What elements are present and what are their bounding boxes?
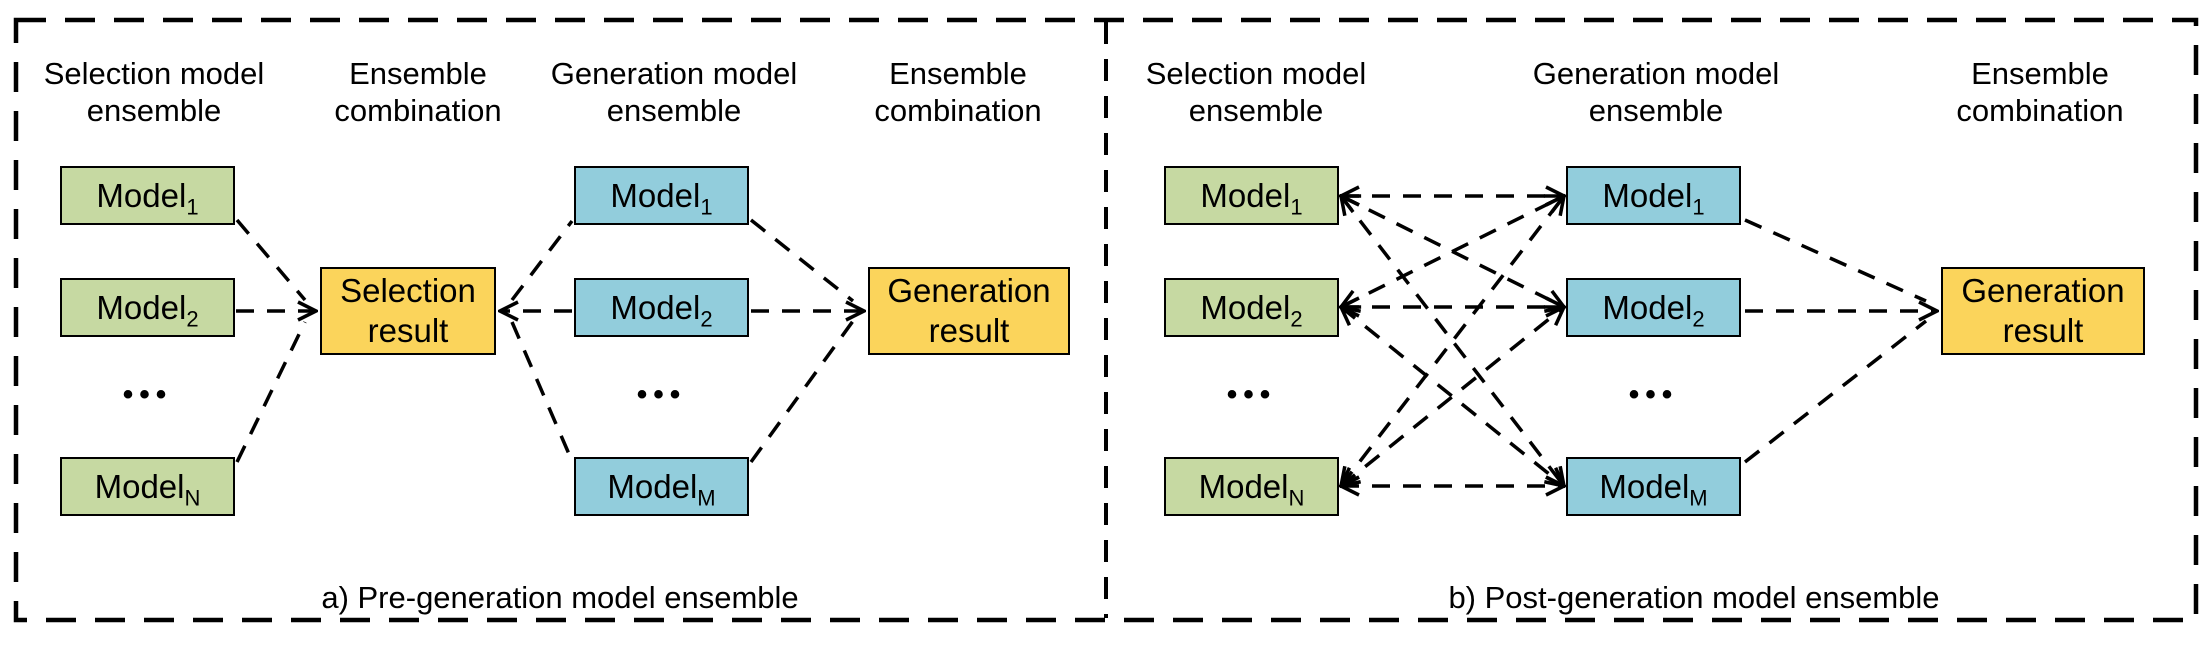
model-label-base: Model [96, 288, 187, 326]
panel-a-generation-model-m: ModelM [574, 457, 749, 516]
result-line: Generation [1961, 272, 2125, 309]
model-label: Model2 [1200, 288, 1302, 330]
panel-a-selection-result-box: Selection result [320, 267, 496, 355]
model-label-base: Model [610, 176, 701, 214]
model-label-base: Model [1198, 467, 1289, 505]
connector-line [1744, 218, 1927, 303]
panel-b-connectors [1341, 196, 1937, 486]
connector-line [749, 218, 855, 303]
header-line: combination [874, 93, 1042, 128]
panel-a-generation-model-1: Model1 [574, 166, 749, 225]
model-label: Model2 [1602, 288, 1704, 330]
panel-b-selection-model-2: Model2 [1164, 278, 1339, 337]
result-line: Generation [887, 272, 1051, 309]
panel-b-generation-ellipsis: ••• [1628, 378, 1679, 411]
model-label-sub: 1 [186, 194, 199, 220]
outer-dashed-border [13, 17, 2199, 623]
connector-line [510, 219, 574, 302]
model-label-base: Model [610, 288, 701, 326]
model-label-base: Model [1200, 288, 1291, 326]
model-label-base: Model [1602, 288, 1693, 326]
panel-b-generation-model-m: ModelM [1566, 457, 1741, 516]
model-label-base: Model [1200, 176, 1291, 214]
panel-a-generation-result-box: Generation result [868, 267, 1070, 355]
header-a-ensemble-combination-2: Ensemble combination [808, 55, 1108, 129]
connector-line [1341, 307, 1564, 486]
header-line: Selection model [43, 56, 265, 91]
model-label-sub: 2 [186, 306, 199, 332]
model-label-sub: 2 [1692, 306, 1705, 332]
header-line: combination [334, 93, 502, 128]
panel-b-generation-model-2: Model2 [1566, 278, 1741, 337]
panel-b-selection-model-n: ModelN [1164, 457, 1339, 516]
header-b-ensemble-combination: Ensemble combination [1890, 55, 2190, 129]
model-label-base: Model [607, 467, 698, 505]
model-label: Model1 [610, 176, 712, 218]
connector-line [235, 218, 307, 302]
panel-a-generation-ellipsis: ••• [636, 378, 687, 411]
panel-b-generation-result-box: Generation result [1941, 267, 2145, 355]
model-label: Model2 [96, 288, 198, 330]
panel-b-selection-model-1: Model1 [1164, 166, 1339, 225]
model-label: ModelM [607, 467, 715, 509]
model-label-sub: 1 [700, 194, 713, 220]
panel-b-selection-ellipsis: ••• [1226, 378, 1277, 411]
panel-a-selection-model-2: Model2 [60, 278, 235, 337]
model-label-base: Model [96, 176, 187, 214]
model-label-sub: M [1689, 485, 1708, 511]
header-b-generation-ensemble: Generation model ensemble [1506, 55, 1806, 129]
result-line: result [2002, 312, 2084, 349]
panel-a-selection-model-1: Model1 [60, 166, 235, 225]
result-line: result [367, 312, 449, 349]
header-a-generation-ensemble: Generation model ensemble [524, 55, 824, 129]
connector-line [749, 319, 855, 464]
model-label: ModelM [1599, 467, 1707, 509]
model-label: ModelN [1198, 467, 1305, 509]
panel-a-generation-model-2: Model2 [574, 278, 749, 337]
header-line: Ensemble [349, 56, 487, 91]
model-label: Model1 [1200, 176, 1302, 218]
header-a-ensemble-combination-1: Ensemble combination [268, 55, 568, 129]
connector-line [1743, 319, 1928, 464]
model-label-sub: N [1288, 485, 1305, 511]
model-label-base: Model [94, 467, 185, 505]
header-line: Selection model [1145, 56, 1367, 91]
header-line: ensemble [606, 93, 742, 128]
header-line: ensemble [1588, 93, 1724, 128]
result-line: Selection [340, 272, 476, 309]
panel-a-caption: a) Pre-generation model ensemble [321, 580, 799, 615]
model-label-base: Model [1599, 467, 1690, 505]
model-label: Model1 [1602, 176, 1704, 218]
header-line: Generation model [1532, 56, 1780, 91]
header-line: Ensemble [1971, 56, 2109, 91]
header-line: ensemble [1188, 93, 1324, 128]
connector-line [510, 321, 574, 462]
panel-b-caption: b) Post-generation model ensemble [1448, 580, 1940, 615]
model-label-sub: N [184, 485, 201, 511]
panel-a-selection-model-n: ModelN [60, 457, 235, 516]
model-label-sub: 2 [700, 306, 713, 332]
model-label: Model2 [610, 288, 712, 330]
connector-line [235, 321, 307, 463]
header-a-selection-ensemble: Selection model ensemble [4, 55, 304, 129]
panel-b-generation-model-1: Model1 [1566, 166, 1741, 225]
model-label: ModelN [94, 467, 201, 509]
panel-a-selection-ellipsis: ••• [122, 378, 173, 411]
model-label-sub: M [697, 485, 716, 511]
header-line: Ensemble [889, 56, 1027, 91]
result-line: result [928, 312, 1010, 349]
header-line: combination [1956, 93, 2124, 128]
model-label-sub: 2 [1290, 306, 1303, 332]
model-label: Model1 [96, 176, 198, 218]
header-line: ensemble [86, 93, 222, 128]
header-line: Generation model [550, 56, 798, 91]
header-b-selection-ensemble: Selection model ensemble [1106, 55, 1406, 129]
panel-a-connectors [235, 218, 864, 464]
model-label-base: Model [1602, 176, 1693, 214]
model-label-sub: 1 [1290, 194, 1303, 220]
model-label-sub: 1 [1692, 194, 1705, 220]
